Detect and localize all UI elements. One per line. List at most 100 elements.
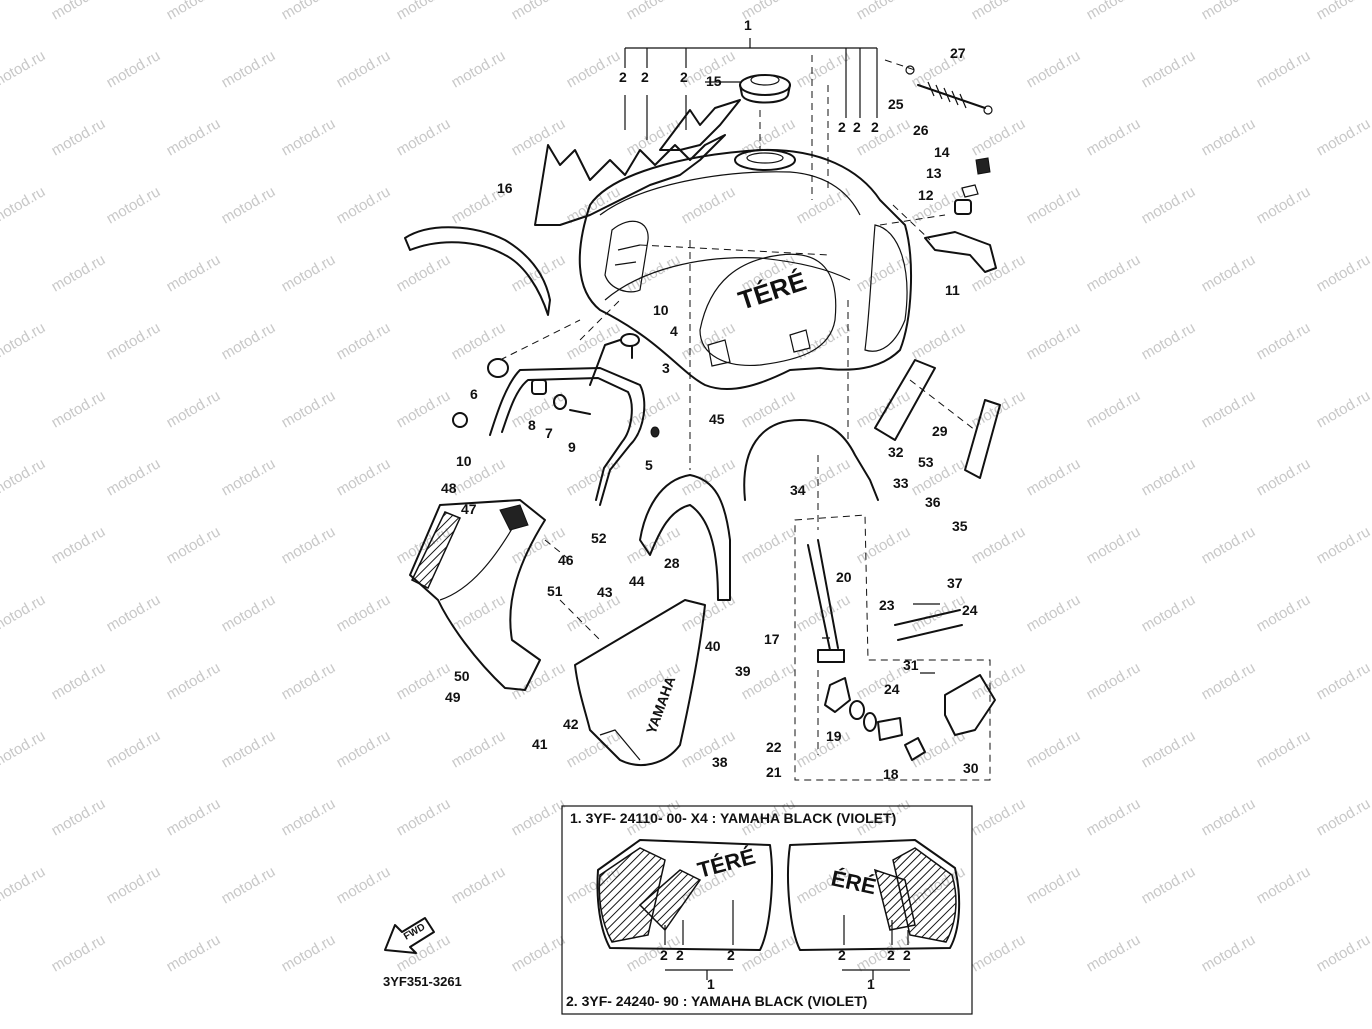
callout-49: 49: [445, 689, 461, 705]
watermark: motod.ru: [1139, 47, 1199, 91]
watermark: motod.ru: [49, 387, 109, 431]
watermark: motod.ru: [1024, 47, 1084, 91]
watermark: motod.ru: [164, 0, 224, 23]
callout-27: 27: [950, 45, 966, 61]
callout-45: 45: [709, 411, 725, 427]
callout-24: 24: [884, 681, 900, 697]
watermark: motod.ru: [909, 319, 969, 363]
watermark: motod.ru: [794, 727, 854, 771]
watermark: motod.ru: [1199, 0, 1259, 23]
callout-2: 2: [838, 947, 846, 963]
callout-2: 2: [619, 69, 627, 85]
watermark: motod.ru: [1139, 591, 1199, 635]
watermark: motod.ru: [624, 0, 684, 23]
watermark: motod.ru: [1139, 863, 1199, 907]
side-pad-2: [964, 399, 1001, 479]
callout-10: 10: [653, 302, 669, 318]
watermark: motod.ru: [739, 931, 799, 975]
watermark: motod.ru: [509, 659, 569, 703]
watermark: motod.ru: [1024, 863, 1084, 907]
tank-mount-frame: [452, 333, 660, 506]
watermark: motod.ru: [969, 795, 1029, 839]
watermark: motod.ru: [1254, 455, 1314, 499]
watermark: motod.ru: [104, 455, 164, 499]
watermark: motod.ru: [1139, 183, 1199, 227]
drawing-code: 3YF351-3261: [383, 974, 462, 989]
watermark: motod.ru: [1199, 251, 1259, 295]
watermark: motod.ru: [1139, 319, 1199, 363]
watermark: motod.ru: [969, 0, 1029, 23]
watermark: motod.ru: [164, 659, 224, 703]
callout-4: 4: [670, 323, 678, 339]
callout-24: 24: [962, 602, 978, 618]
callout-12: 12: [918, 187, 934, 203]
watermark: motod.ru: [334, 727, 394, 771]
watermark: motod.ru: [854, 523, 914, 567]
watermark: motod.ru: [49, 795, 109, 839]
watermark: motod.ru: [739, 523, 799, 567]
callout-40: 40: [705, 638, 721, 654]
watermark: motod.ru: [679, 183, 739, 227]
watermark: motod.ru: [394, 795, 454, 839]
watermark: motod.ru: [1314, 251, 1372, 295]
fuel-cock-assembly: [794, 514, 996, 781]
watermark: motod.ru: [1199, 659, 1259, 703]
callout-23: 23: [879, 597, 895, 613]
callout-46: 46: [558, 552, 574, 568]
callout-8: 8: [528, 417, 536, 433]
watermark: motod.ru: [1084, 115, 1144, 159]
watermark: motod.ru: [279, 115, 339, 159]
callout-2: 2: [641, 69, 649, 85]
watermark: motod.ru: [794, 319, 854, 363]
watermark: motod.ru: [449, 47, 509, 91]
watermark: motod.ru: [334, 319, 394, 363]
callout-25: 25: [888, 96, 904, 112]
seal-strip: [404, 226, 551, 316]
watermark: motod.ru: [0, 183, 48, 227]
callout-19: 19: [826, 728, 842, 744]
callout-2: 2: [660, 947, 668, 963]
watermark: motod.ru: [1024, 727, 1084, 771]
watermark: motod.ru: [1024, 319, 1084, 363]
callout-34: 34: [790, 482, 806, 498]
callout-41: 41: [532, 736, 548, 752]
callout-52: 52: [591, 530, 607, 546]
watermark: motod.ru: [1314, 0, 1372, 23]
callout-48: 48: [441, 480, 457, 496]
side-pad: [874, 359, 936, 441]
callout-18: 18: [883, 766, 899, 782]
watermark: motod.ru: [104, 319, 164, 363]
watermark: motod.ru: [164, 115, 224, 159]
watermark: motod.ru: [279, 251, 339, 295]
callout-15: 15: [706, 73, 722, 89]
callout-2: 2: [903, 947, 911, 963]
watermark: motod.ru: [509, 0, 569, 23]
watermark: motod.ru: [49, 931, 109, 975]
breather-hose: [743, 419, 879, 501]
watermark: motod.ru: [1314, 387, 1372, 431]
watermark: motod.ru: [49, 0, 109, 23]
watermark: motod.ru: [1024, 591, 1084, 635]
watermark: motod.ru: [219, 183, 279, 227]
watermark: motod.ru: [1139, 727, 1199, 771]
watermark: motod.ru: [509, 251, 569, 295]
watermark: motod.ru: [1084, 659, 1144, 703]
watermark: motod.ru: [394, 0, 454, 23]
fuel-tank: TÉRÉ: [578, 148, 913, 391]
tank-bracket-right: [924, 157, 997, 273]
tank-bracket-center: [639, 474, 731, 601]
watermark: motod.ru: [1254, 47, 1314, 91]
watermark: motod.ru: [279, 523, 339, 567]
watermark: motod.ru: [854, 0, 914, 23]
callout-3: 3: [662, 360, 670, 376]
callout-2: 2: [727, 947, 735, 963]
watermark: motod.ru: [104, 47, 164, 91]
variant-2: 2. 3YF- 24240- 90 : YAMAHA BLACK (VIOLET…: [566, 993, 867, 1009]
callout-31: 31: [903, 657, 919, 673]
watermark: motod.ru: [219, 863, 279, 907]
callout-10: 10: [456, 453, 472, 469]
callout-13: 13: [926, 165, 942, 181]
watermark: motod.ru: [219, 591, 279, 635]
